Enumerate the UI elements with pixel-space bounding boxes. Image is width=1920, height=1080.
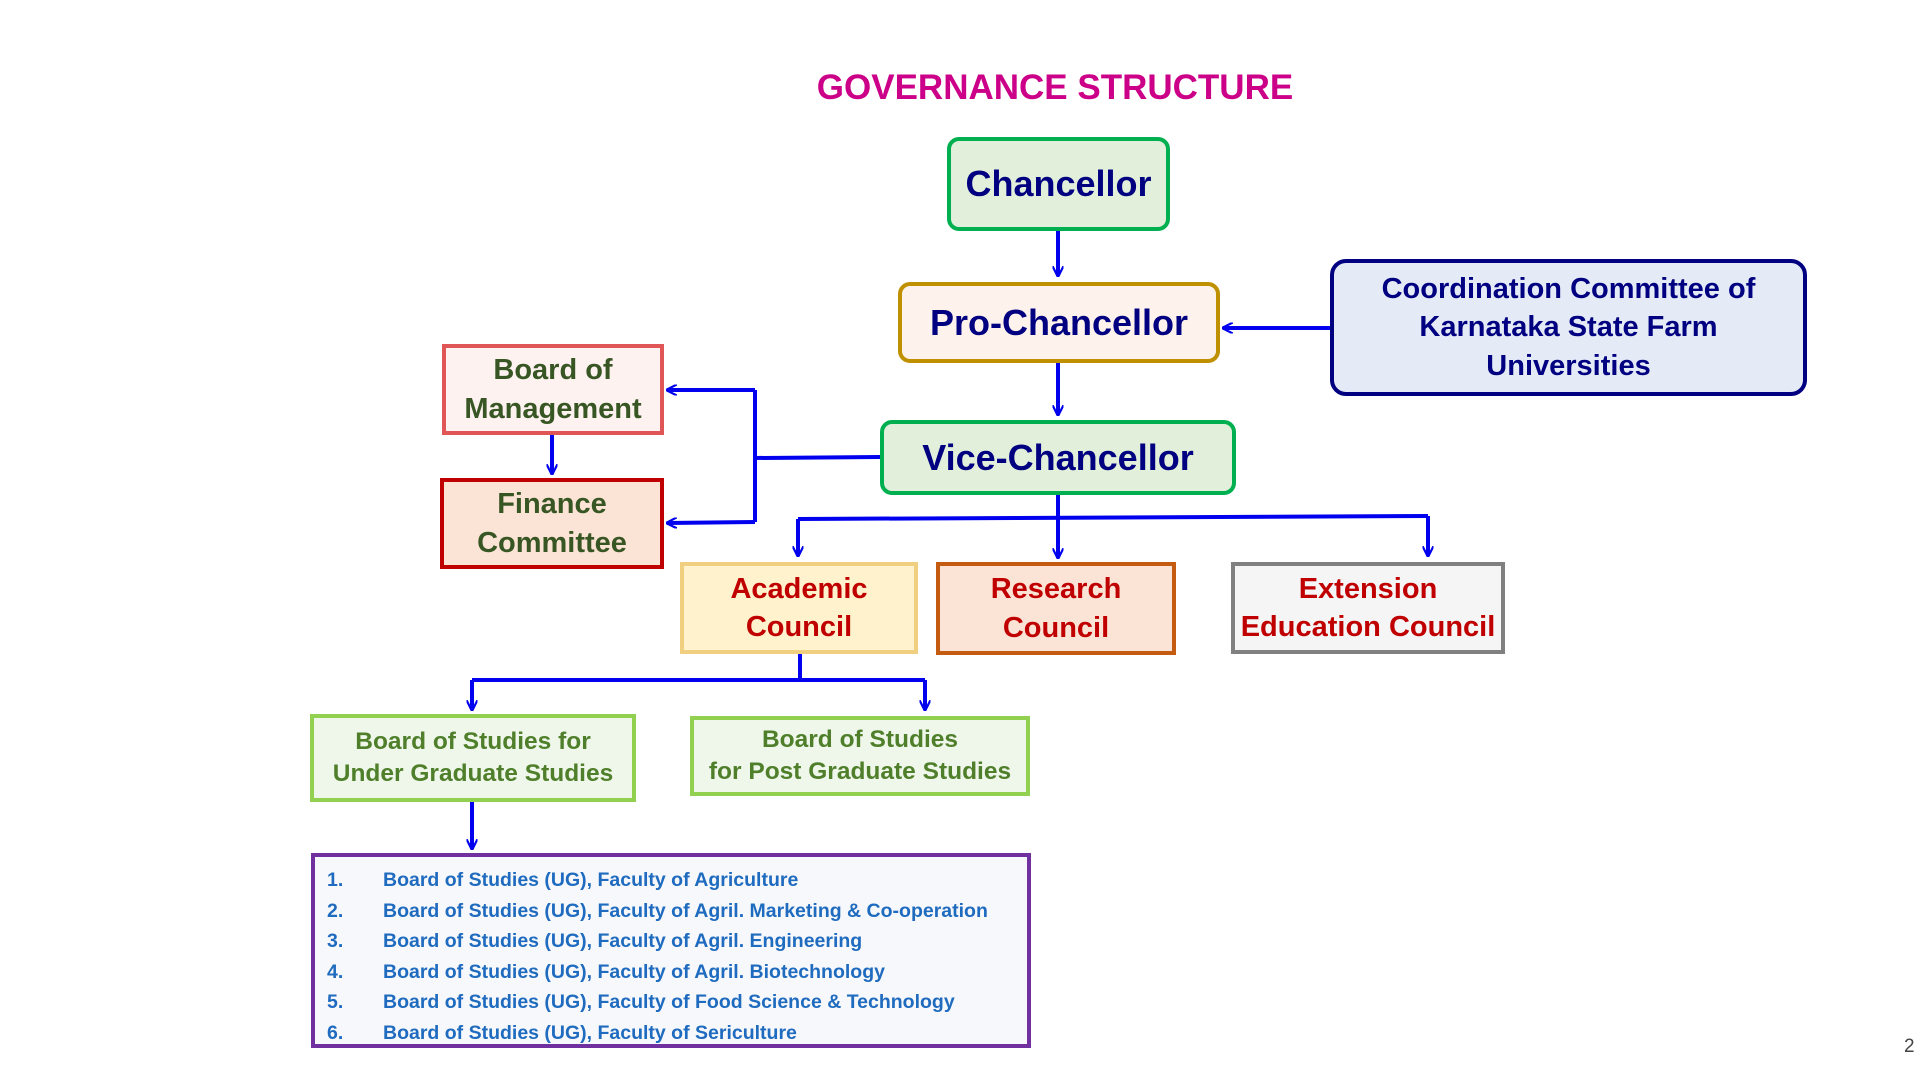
bos-ug-node: Board of Studies for Under Graduate Stud…: [310, 714, 636, 802]
bos-ug-line2: Under Graduate Studies: [332, 760, 614, 787]
list-item-number: 6.: [327, 1021, 344, 1044]
arrow-branch-to-finance-committee: [667, 522, 756, 523]
list-item: 1. Board of Studies (UG), Faculty of Agr…: [327, 865, 1027, 896]
ug-boards-list: 1. Board of Studies (UG), Faculty of Agr…: [311, 853, 1031, 1048]
list-item-text: Board of Studies (UG), Faculty of Sericu…: [383, 1021, 797, 1044]
list-item-text: Board of Studies (UG), Faculty of Agril.…: [383, 899, 988, 922]
board-of-management-line1: Board of: [493, 354, 613, 387]
slide-page-number: 2: [1904, 1036, 1915, 1057]
list-item-number: 5.: [327, 991, 344, 1014]
list-item: 6. Board of Studies (UG), Faculty of Ser…: [327, 1018, 1027, 1049]
research-council-node: Research Council: [936, 562, 1176, 655]
academic-council-line2: Council: [745, 611, 853, 643]
coordination-committee-line3: Universities: [1486, 349, 1651, 382]
list-item-text: Board of Studies (UG), Faculty of Agricu…: [383, 869, 799, 891]
research-council-line1: Research: [990, 573, 1122, 606]
vice-chancellor-label: Vice-Chancellor: [922, 436, 1194, 478]
list-item: 4. Board of Studies (UG), Faculty of Agr…: [327, 957, 1027, 988]
line-vice-chancellor-to-branch: [754, 455, 881, 460]
list-item-number: 4.: [327, 960, 344, 983]
chancellor-node: Chancellor: [947, 137, 1170, 231]
list-item-text: Board of Studies (UG), Faculty of Agril.…: [383, 930, 863, 953]
list-item-text: Board of Studies (UG), Faculty of Agril.…: [383, 960, 885, 983]
list-item-text: Board of Studies (UG), Faculty of Food S…: [383, 991, 955, 1014]
list-item-number: 1.: [327, 869, 344, 891]
bos-pg-line1: Board of Studies: [761, 725, 958, 753]
line-councils-horizontal: [797, 514, 1429, 521]
bos-ug-line1: Board of Studies for: [355, 727, 591, 755]
extension-council-line2: Education Council: [1240, 611, 1496, 643]
bos-pg-line2: for Post Graduate Studies: [708, 758, 1012, 785]
pro-chancellor-label: Pro-Chancellor: [929, 301, 1189, 343]
list-item: 3. Board of Studies (UG), Faculty of Agr…: [327, 926, 1027, 957]
board-of-management-node: Board of Management: [442, 344, 664, 435]
list-item-number: 2.: [327, 899, 344, 922]
list-item: 2. Board of Studies (UG), Faculty of Agr…: [327, 896, 1027, 927]
academic-council-line1: Academic: [730, 572, 868, 605]
list-item-number: 3.: [327, 930, 344, 953]
board-of-management-line2: Management: [464, 392, 642, 425]
academic-council-node: Academic Council: [680, 562, 918, 654]
coordination-committee-node: Coordination Committee of Karnataka Stat…: [1330, 259, 1807, 396]
coordination-committee-line2: Karnataka State Farm: [1419, 311, 1718, 344]
extension-council-line1: Extension: [1298, 572, 1438, 605]
slide-title: GOVERNANCE STRUCTURE: [816, 68, 1294, 107]
finance-committee-line1: Finance: [497, 488, 607, 521]
list-item: 5. Board of Studies (UG), Faculty of Foo…: [327, 987, 1027, 1018]
extension-council-node: Extension Education Council: [1231, 562, 1505, 654]
finance-committee-node: Finance Committee: [440, 478, 664, 569]
pro-chancellor-node: Pro-Chancellor: [898, 282, 1220, 363]
finance-committee-line2: Committee: [477, 526, 627, 559]
vice-chancellor-node: Vice-Chancellor: [880, 420, 1236, 495]
coordination-committee-line1: Coordination Committee of: [1381, 273, 1756, 306]
research-council-line2: Council: [1002, 611, 1110, 644]
bos-pg-node: Board of Studies for Post Graduate Studi…: [690, 716, 1030, 796]
chancellor-label: Chancellor: [965, 163, 1152, 205]
